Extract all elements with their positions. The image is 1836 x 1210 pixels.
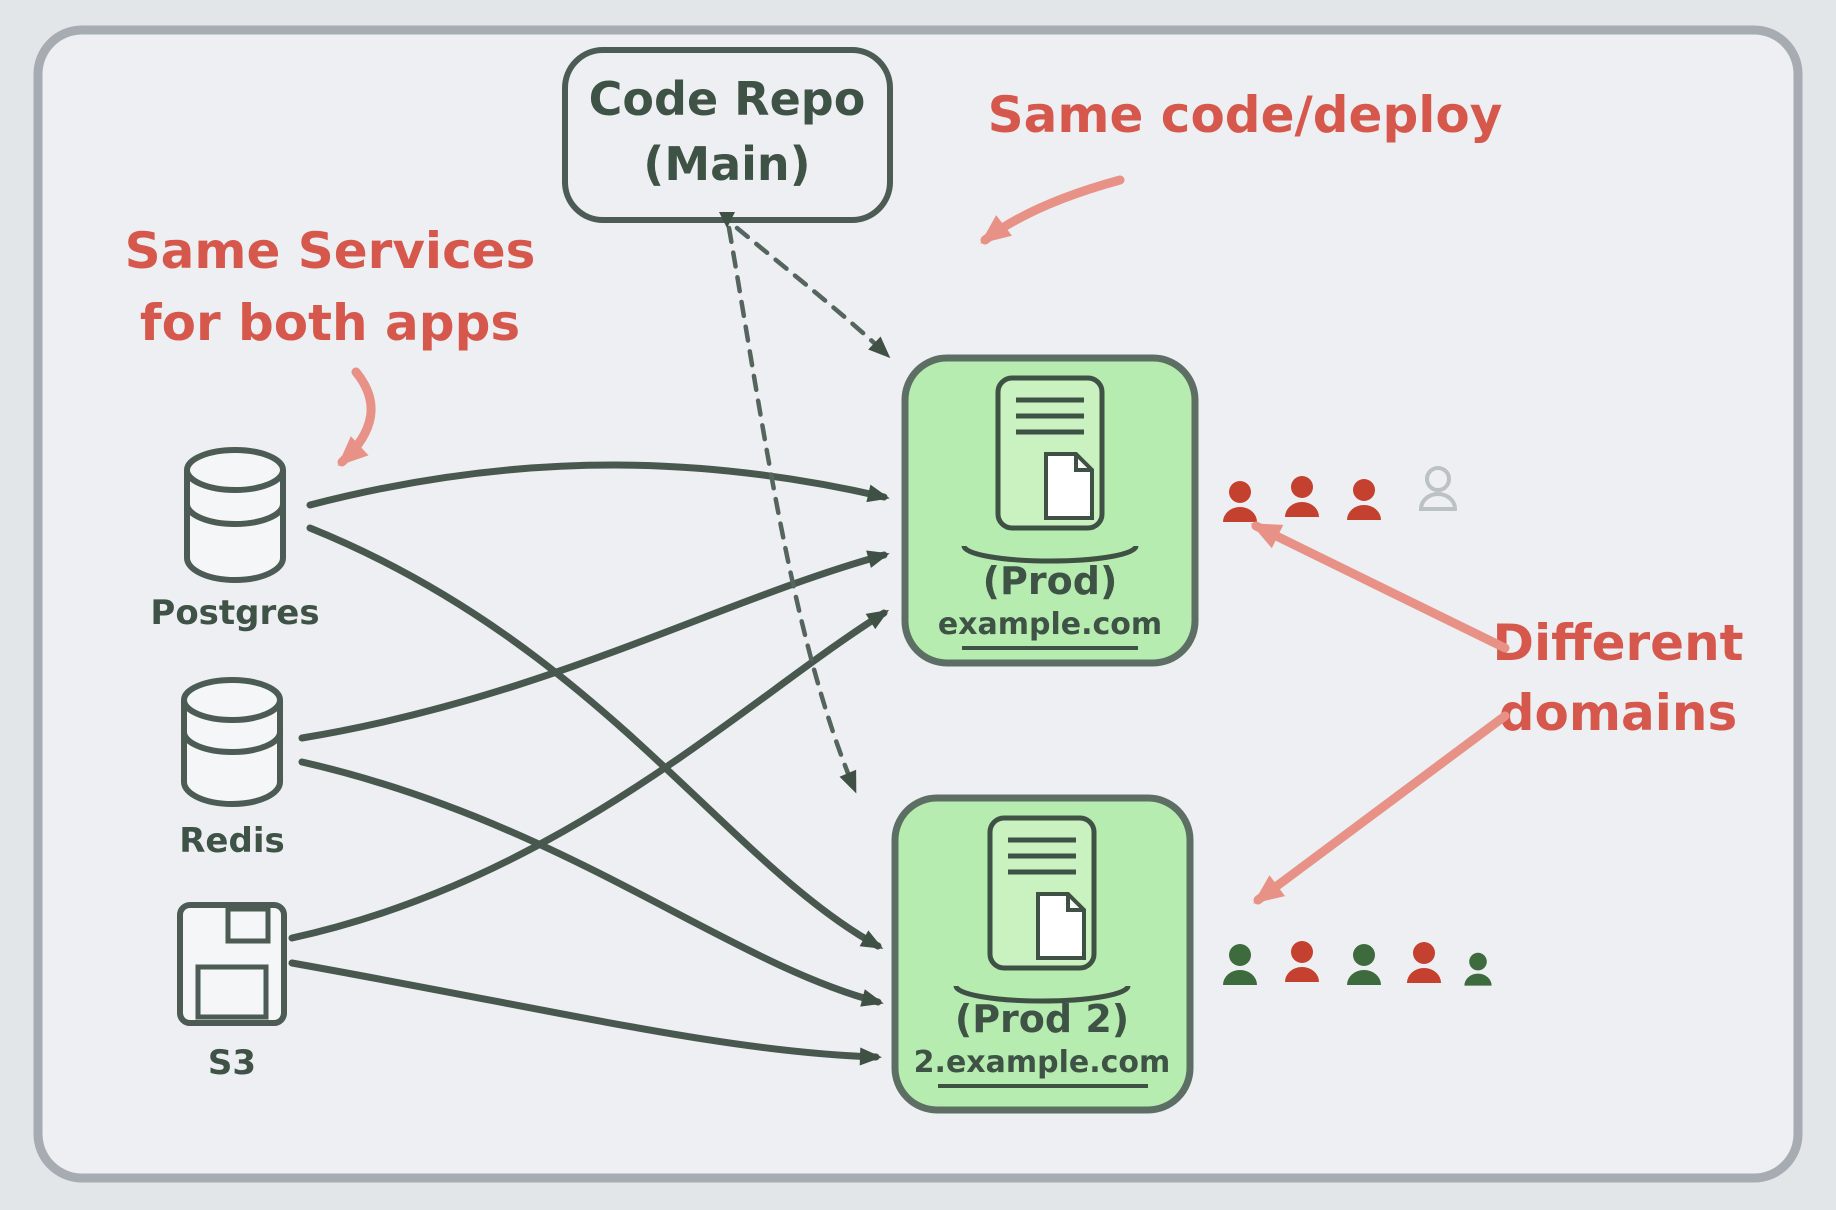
deploy-connections <box>726 225 891 794</box>
connector-postgres-prod1 <box>306 461 890 509</box>
repo-output-arrow-icon <box>719 212 735 228</box>
connector-redis-prod2 <box>298 758 884 1007</box>
app-prod2: (Prod 2) 2.example.com <box>891 794 1194 1114</box>
note-different-domains-arrow-bottom <box>1253 711 1510 905</box>
note-same-services: Same Services for both apps <box>125 222 536 467</box>
note-same-code-arrow <box>980 175 1125 245</box>
connector-postgres-prod2 <box>306 524 884 950</box>
note-same-services-line1: Same Services <box>125 222 536 280</box>
connector-s3-prod1 <box>288 609 890 942</box>
database-icon <box>184 447 286 583</box>
deploy-line-prod2 <box>726 225 857 794</box>
note-same-code-text: Same code/deploy <box>988 86 1503 144</box>
code-repo-label-line2: (Main) <box>643 137 810 191</box>
code-repo-node: Code Repo (Main) <box>562 47 893 228</box>
note-same-code: Same code/deploy <box>980 86 1503 245</box>
app-prod2-domain: 2.example.com <box>914 1045 1171 1080</box>
app-prod2-title: (Prod 2) <box>955 997 1129 1041</box>
deploy-line-prod1 <box>734 225 891 359</box>
note-different-domains-line2: domains <box>1499 684 1737 742</box>
note-same-services-line2: for both apps <box>140 294 520 352</box>
note-different-domains-line1: Different <box>1492 614 1743 672</box>
service-redis: Redis <box>179 677 285 861</box>
service-connections <box>288 461 890 1066</box>
service-postgres: Postgres <box>150 447 320 633</box>
service-s3: S3 <box>177 902 287 1083</box>
service-s3-label: S3 <box>208 1043 256 1083</box>
note-different-domains: Different domains <box>1250 521 1744 905</box>
service-redis-label: Redis <box>179 821 284 861</box>
connector-s3-prod2 <box>288 959 882 1066</box>
connector-redis-prod1 <box>298 550 890 742</box>
service-postgres-label: Postgres <box>150 593 319 633</box>
code-repo-label-line1: Code Repo <box>589 72 866 126</box>
storage-icon <box>177 902 287 1026</box>
app-prod1-title: (Prod) <box>983 559 1118 603</box>
app-prod1-domain: example.com <box>938 607 1162 642</box>
app-prod1: (Prod) example.com <box>901 354 1199 667</box>
note-different-domains-arrow-top <box>1250 521 1510 653</box>
database-icon <box>181 677 283 807</box>
note-same-services-arrow <box>337 367 376 467</box>
